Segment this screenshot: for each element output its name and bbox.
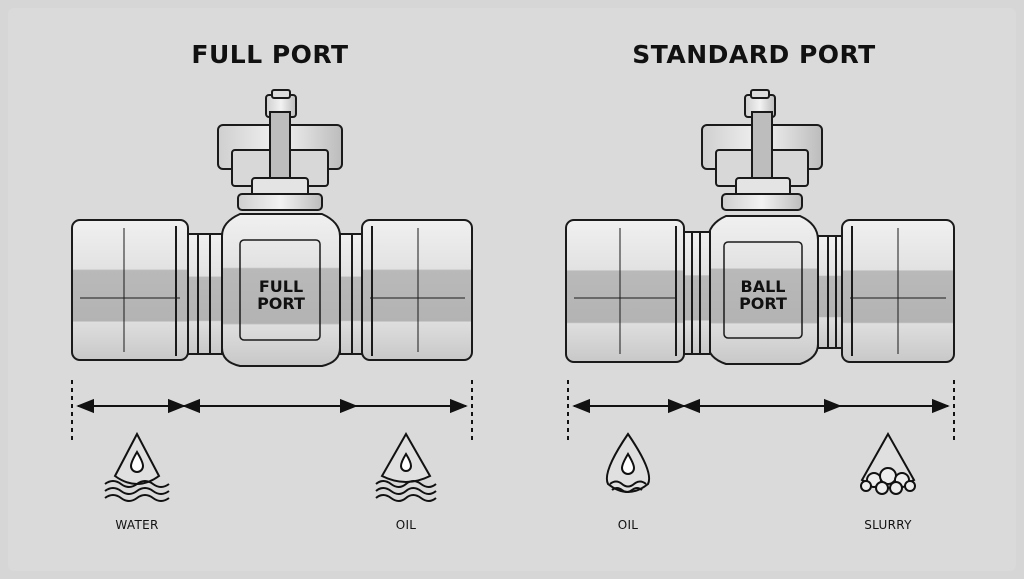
fluid-label-water: WATER xyxy=(115,518,159,532)
standard-port-body-label: BALL PORT xyxy=(718,278,808,312)
fluid-label-oil: OIL xyxy=(617,518,639,532)
slurry-drop-icon xyxy=(860,431,916,495)
standard-port-valve xyxy=(565,89,955,365)
oil-drop-icon xyxy=(375,431,437,502)
left-neck xyxy=(681,231,711,355)
fluid-label-oil: OIL xyxy=(395,518,417,532)
left-pipe-end xyxy=(565,219,685,363)
body-label-line2: PORT xyxy=(739,294,787,313)
body-label-line2: PORT xyxy=(257,294,305,313)
left-neck xyxy=(185,233,223,355)
body-label-line1: FULL xyxy=(258,277,304,296)
full-port-valve xyxy=(71,89,473,367)
standard-port-title: STANDARD PORT xyxy=(632,40,876,69)
full-port-body-label: FULL PORT xyxy=(236,278,326,312)
oil-drop-icon xyxy=(606,432,650,493)
water-drop-icon xyxy=(104,431,170,502)
full-port-flow-arrows xyxy=(71,380,473,440)
fluid-label-slurry: SLURRY xyxy=(864,518,912,532)
body-label-line1: BALL xyxy=(740,277,786,296)
standard-port-flow-arrows xyxy=(567,380,955,440)
full-port-title: FULL PORT xyxy=(191,40,349,69)
left-pipe-end xyxy=(71,219,189,361)
right-pipe-end xyxy=(361,219,473,361)
